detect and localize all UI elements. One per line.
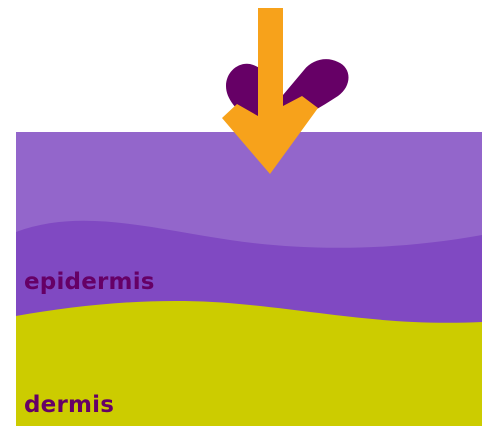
dermis-label: dermis: [24, 394, 114, 417]
epidermis-label: epidermis: [24, 271, 155, 294]
